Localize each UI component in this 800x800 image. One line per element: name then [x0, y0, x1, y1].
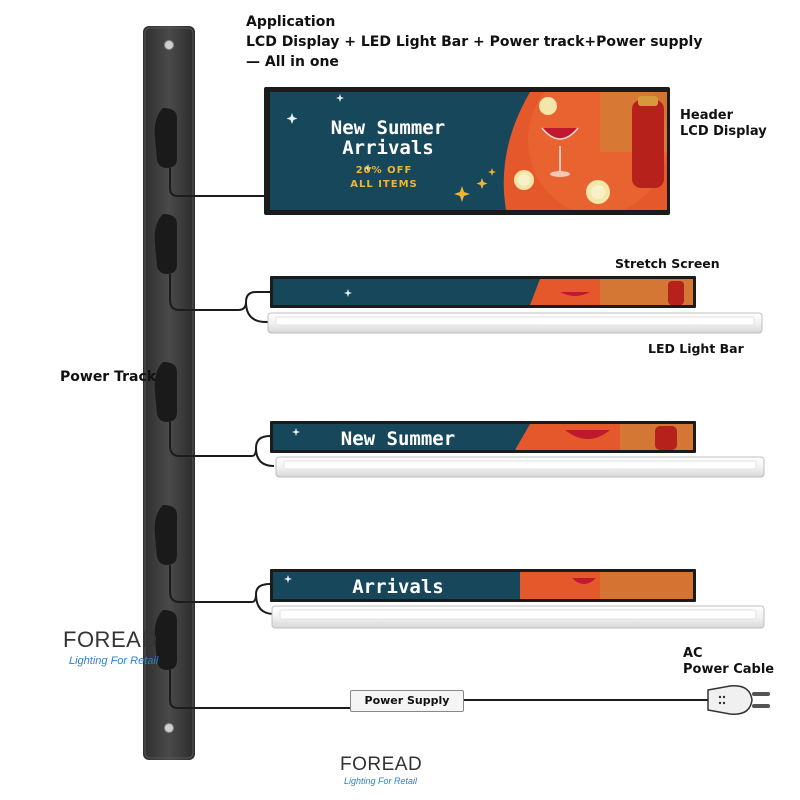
- power-track-label: Power Track: [60, 369, 157, 385]
- header-label-line2: LCD Display: [680, 124, 767, 139]
- cable-header: [169, 168, 266, 197]
- application-line2: — All in one: [246, 54, 339, 70]
- shaker-bottle-icon: [632, 100, 664, 188]
- track-adapter-5: [154, 610, 177, 670]
- header-lcd-display: New Summer Arrivals 20% OFF ALL ITEMS: [264, 87, 670, 215]
- ac-power-cable-label: AC Power Cable: [683, 646, 774, 678]
- sparkle-icon: [454, 186, 470, 202]
- cable-ledbar-3: [255, 593, 275, 615]
- ac-label-line2: Power Cable: [683, 662, 775, 677]
- star-icon: [286, 113, 298, 124]
- cable-ledbar-1: [245, 301, 272, 323]
- power-track: [143, 26, 195, 760]
- cable-screen-2: [169, 422, 274, 457]
- brand-tagline: Lighting For Retail: [69, 655, 159, 667]
- led-light-bar-3: [271, 605, 765, 629]
- led-light-bar-1: [267, 312, 763, 334]
- power-supply-box: Power Supply: [350, 690, 464, 712]
- sparkle-icon-2: [476, 178, 488, 189]
- header-screen-offer-line1: 20% OFF: [356, 165, 413, 176]
- header-label-line1: Header: [680, 108, 734, 123]
- header-screen-title-line2: Arrivals: [342, 137, 434, 159]
- track-adapter-1: [154, 108, 177, 168]
- stretch-screen-2-text: New Summer: [341, 428, 455, 450]
- stretch-screen-label: Stretch Screen: [615, 256, 720, 271]
- stretch-screen-3-text: Arrivals: [352, 576, 444, 598]
- ac-plug-icon: [707, 685, 770, 715]
- cable-power-supply: [169, 670, 350, 709]
- application-title: Application: [246, 14, 336, 30]
- led-light-bar-label: LED Light Bar: [648, 341, 744, 356]
- cable-screen-3: [169, 565, 274, 603]
- led-light-bar-2: [275, 456, 765, 478]
- stretch-screen-1: [270, 276, 696, 308]
- stretch-screen-3: Arrivals: [270, 569, 696, 602]
- power-supply-label: Power Supply: [364, 694, 450, 707]
- cable-ledbar-2: [255, 447, 275, 467]
- header-lcd-label: Header LCD Display: [680, 108, 767, 140]
- brand-name: FOREAD: [63, 627, 158, 652]
- ac-label-line1: AC: [683, 646, 703, 661]
- stretch-screen-2: New Summer: [270, 421, 696, 453]
- cables: [169, 168, 708, 709]
- track-adapter-4: [154, 505, 177, 565]
- cable-screen-1: [169, 274, 274, 311]
- brand-logo-footer: FOREAD Lighting For Retail: [340, 754, 422, 786]
- track-screw-top: [164, 40, 174, 50]
- header-screen-offer-line2: ALL ITEMS: [350, 179, 418, 190]
- track-screw-bottom: [164, 723, 174, 733]
- brand-tagline-footer: Lighting For Retail: [344, 776, 418, 786]
- application-line1: LCD Display + LED Light Bar + Power trac…: [246, 34, 703, 50]
- application-label: Application LCD Display + LED Light Bar …: [246, 12, 702, 72]
- header-screen-title-line1: New Summer: [331, 117, 445, 139]
- track-adapter-2: [154, 214, 177, 274]
- track-adapter-3: [154, 362, 177, 422]
- brand-name-footer: FOREAD: [340, 754, 423, 775]
- brand-logo: FOREAD Lighting For Retail: [63, 627, 158, 667]
